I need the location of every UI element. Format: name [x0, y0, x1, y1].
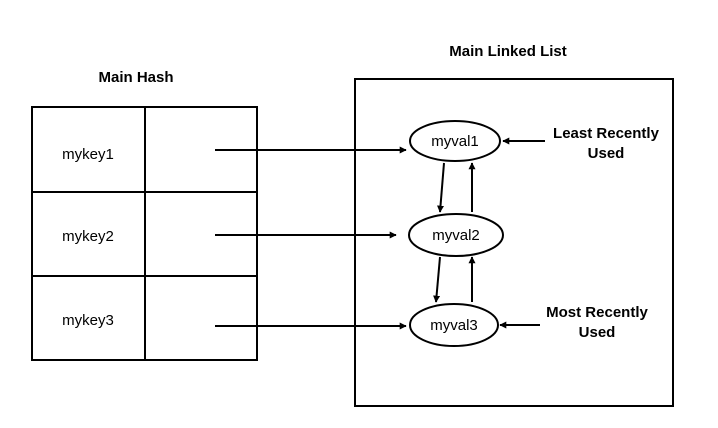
least-recently-used-line1: Least Recently [553, 125, 660, 142]
hash-title: Main Hash [98, 69, 173, 86]
next-arrow-node2-to-node3 [433, 256, 441, 303]
list-node-1-shape [409, 120, 501, 162]
list-node-2-shape [408, 213, 504, 257]
list-node-2: myval2 [408, 213, 504, 257]
list-node-3-label: myval3 [430, 317, 478, 334]
hash-key-3: mykey3 [62, 312, 114, 329]
hash-key-2: mykey2 [62, 228, 114, 245]
list-node-3: myval3 [409, 303, 499, 347]
hash-key-1: mykey1 [62, 146, 114, 163]
least-recently-used-line2: Used [588, 145, 625, 162]
most-recently-used-line2: Used [579, 324, 616, 341]
linked-list-container [354, 78, 674, 407]
most-recently-used-line1: Most Recently [546, 304, 648, 321]
hash-table: mykey1 mykey2 mykey3 [31, 106, 258, 361]
list-node-1-label: myval1 [431, 133, 479, 150]
list-title: Main Linked List [449, 43, 567, 60]
list-node-3-shape [409, 303, 499, 347]
list-node-1: myval1 [409, 120, 501, 162]
next-arrow-node1-to-node2 [437, 162, 445, 213]
list-node-2-label: myval2 [432, 227, 480, 244]
